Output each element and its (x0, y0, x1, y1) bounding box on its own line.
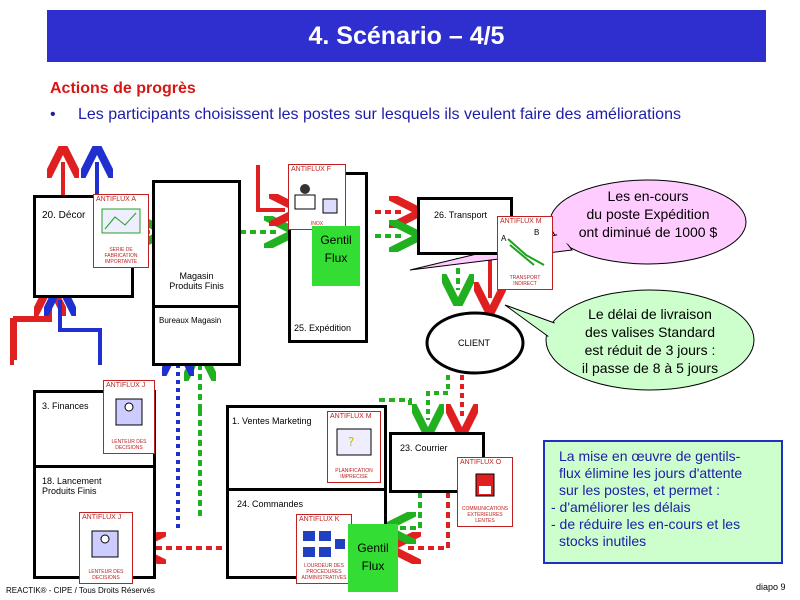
section-subtitle: Actions de progrès (50, 80, 196, 97)
card-illustration-icon (294, 184, 338, 214)
station-label: 18. Lancement Produits Finis (42, 476, 102, 496)
antiflux-card-f: ANTIFLUX F INOX (288, 164, 346, 230)
card-tag: A (501, 234, 507, 243)
card-illustration-icon (507, 238, 545, 266)
card-tag: B (534, 228, 540, 237)
card-illustration-icon (101, 208, 141, 234)
card-title: ANTIFLUX F (291, 166, 332, 173)
callout-encours-text: Les en-cours du poste Expédition ont dim… (578, 188, 718, 240)
station-magasin: Magasin Produits Finis (152, 180, 241, 311)
bullet-marker: • (50, 106, 56, 123)
flow-arrow-green (400, 492, 422, 528)
station-label: 24. Commandes (237, 499, 304, 509)
station-label: 1. Ventes Marketing (232, 416, 312, 426)
flow-arrow-blue (60, 300, 102, 365)
card-illustration-icon (91, 530, 119, 558)
card-title: ANTIFLUX M (330, 413, 372, 420)
card-illustration-icon (115, 398, 143, 426)
summary-box: La mise en œuvre de gentils- flux élimin… (543, 440, 783, 564)
card-illustration-icon: ? (336, 428, 372, 456)
station-label: 26. Transport (434, 210, 488, 220)
callout-delai-text: Le délai de livraison des valises Standa… (581, 306, 719, 376)
flow-arrow-red (405, 492, 450, 548)
station-bureaux: Bureaux Magasin (152, 305, 241, 366)
antiflux-card-j-lancement: ANTIFLUX J LENTEUR DES DECISIONS (79, 512, 133, 584)
card-illustration-icon (303, 531, 345, 557)
gentil-flux-label: Gentil Flux (312, 226, 360, 286)
client-ellipse (425, 311, 525, 375)
station-label: Magasin Produits Finis (169, 271, 224, 291)
station-label: 25. Expédition (294, 323, 352, 333)
card-title: ANTIFLUX A (96, 196, 137, 203)
antiflux-card-j-finances: ANTIFLUX J LENTEUR DES DECISIONS (103, 380, 155, 454)
summary-line: stocks inutiles (559, 533, 647, 549)
copyright: REACTIK® - CIPE / Tous Droits Réservés (6, 586, 155, 595)
antiflux-card-m-transport: ANTIFLUX M A B TRANSPORT INDIRECT (497, 216, 553, 290)
gentil-flux-label: Gentil Flux (348, 524, 398, 592)
card-title: ANTIFLUX J (82, 514, 122, 521)
card-caption: LENTEUR DES DECISIONS (88, 569, 124, 581)
card-caption: INOX (310, 221, 324, 227)
flow-arrow-red (256, 165, 285, 210)
slide-title: 4. Scénario – 4/5 (308, 22, 505, 50)
station-label: 23. Courrier (400, 443, 448, 453)
station-label: 3. Finances (42, 401, 89, 411)
station-label: Bureaux Magasin (159, 316, 222, 325)
card-title: ANTIFLUX O (460, 459, 502, 466)
card-caption: TRANSPORT INDIRECT (509, 275, 541, 287)
card-caption: LENTEUR DES DECISIONS (111, 439, 147, 451)
antiflux-card-m-ventes: ANTIFLUX M ? PLANIFICATION IMPRECISE (327, 411, 381, 483)
card-illustration-icon (475, 473, 495, 497)
bullet-item: • Les participants choisissent les postes… (50, 106, 681, 124)
card-title: ANTIFLUX J (106, 382, 146, 389)
card-caption: PLANIFICATION IMPRECISE (335, 468, 373, 480)
card-title: ANTIFLUX M (500, 218, 542, 225)
flow-arrow-green (428, 375, 450, 420)
bullet-text: Les participants choisissent les postes … (78, 106, 681, 123)
card-title: ANTIFLUX K (299, 516, 340, 523)
summary-line: - de réduire les en-cours et les (551, 516, 741, 532)
card-caption: COMMUNICATIONS EXTERIEURES LENTES (461, 506, 509, 524)
client-label: CLIENT (458, 338, 491, 348)
summary-line: - d'améliorer les délais (551, 499, 691, 515)
antiflux-card-a: ANTIFLUX A SERIE DE FABRICATION IMPORTAN… (93, 194, 149, 268)
antiflux-card-k: ANTIFLUX K LOURDEUR DES PROCEDURES ADMIN… (296, 514, 352, 584)
summary-line: flux élimine les jours d'attente (559, 465, 743, 481)
title-bar: 4. Scénario – 4/5 (47, 10, 766, 62)
summary-line: La mise en œuvre de gentils- (559, 448, 741, 464)
card-caption: SERIE DE FABRICATION IMPORTANTE (104, 247, 138, 265)
card-caption: LOURDEUR DES PROCEDURES ADMINISTRATIVES (301, 563, 347, 581)
station-label: 20. Décor (42, 210, 86, 221)
antiflux-card-o: ANTIFLUX O COMMUNICATIONS EXTERIEURES LE… (457, 457, 513, 527)
slide-number: diapo 9 (756, 582, 786, 592)
flow-arrow-red (10, 300, 50, 365)
svg-text:?: ? (348, 435, 354, 449)
summary-line: sur les postes, et permet : (559, 482, 721, 498)
